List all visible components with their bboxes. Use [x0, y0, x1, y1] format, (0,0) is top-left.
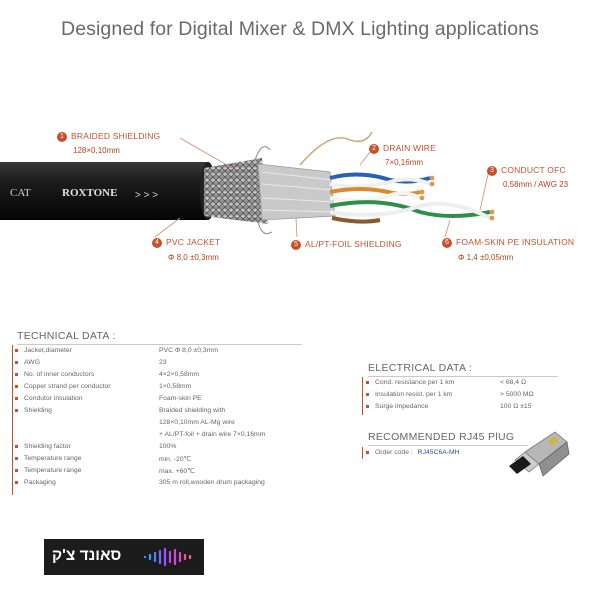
- recommended-plug-title: RECOMMENDED RJ45 PlUG: [368, 431, 515, 443]
- cable-illustration: > > > ROXTONE CAT: [0, 131, 495, 238]
- technical-data-title: TECHNICAL DATA :: [17, 330, 116, 342]
- twisted-pairs: [329, 172, 495, 224]
- electrical-data-title: ELECTRICAL DATA :: [368, 362, 473, 374]
- logo-text: סאונד צ'ק: [52, 547, 122, 564]
- braided-shielding: [204, 158, 268, 224]
- pvc-jacket: [0, 162, 212, 220]
- table-row: Cond. resistance per 1 km< 68,4 Ω: [366, 379, 526, 386]
- table-row: Insulation resist. per 1 km> 5000 MΩ: [366, 391, 534, 398]
- rj45-plug-image: [509, 431, 570, 477]
- cable-print-brand: ROXTONE: [62, 187, 117, 199]
- order-code-row: Order code : RJ45C6A-MH: [366, 449, 460, 456]
- brand-logo: סאונד צ'ק: [44, 539, 204, 575]
- soundwave-icon: [143, 548, 192, 566]
- drain-wire: [299, 131, 373, 166]
- cable-print-arrows: > > >: [135, 190, 158, 201]
- page-title: Designed for Digital Mixer & DMX Lightin…: [61, 18, 539, 40]
- order-code: RJ45C6A-MH: [417, 449, 460, 456]
- cable-print-text: CAT: [10, 187, 31, 199]
